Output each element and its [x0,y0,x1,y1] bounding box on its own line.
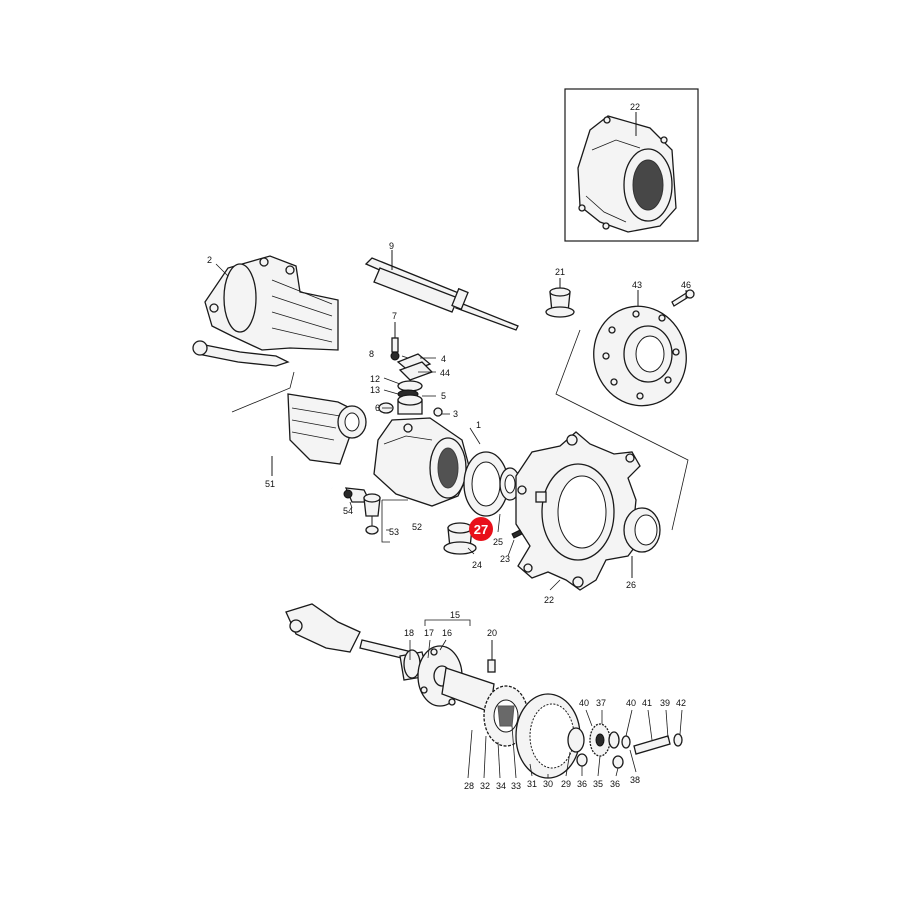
callout-39: 39 [660,698,670,708]
callout-labels: 22 2 9 21 43 46 7 8 4 44 12 13 5 6 3 1 5… [207,102,691,791]
callout-9: 9 [389,241,394,251]
callout-2: 2 [207,255,212,265]
callout-7: 7 [392,311,397,321]
callout-43: 43 [632,280,642,290]
bolt-46 [671,289,695,307]
assembly-bracket-left [231,371,295,413]
callout-12: 12 [370,374,380,384]
callout-22: 22 [630,102,640,112]
callout-18: 18 [404,628,414,638]
axle-housing [204,255,339,351]
callout-21: 21 [555,267,565,277]
callout-36-left: 36 [577,779,587,789]
callout-29: 29 [561,779,571,789]
callout-17: 17 [424,628,434,638]
highlight-marker: 27 [469,517,493,541]
callout-28: 28 [464,781,474,791]
callout-8: 8 [369,349,374,359]
callout-6: 6 [375,403,380,413]
callout-37: 37 [596,698,606,708]
planet-gears [567,723,683,769]
cap-24 [443,522,477,555]
flange-43 [593,290,687,407]
leader-lines [215,263,683,779]
callout-16: 16 [442,628,452,638]
bolt-20 [487,640,496,673]
callout-25: 25 [493,537,503,547]
ball-joint [343,487,408,543]
callout-31: 31 [527,779,537,789]
callout-13: 13 [370,385,380,395]
housing-center [287,393,367,465]
callout-52: 52 [412,522,422,532]
cap-21 [545,278,575,318]
axle-shaft [285,603,429,681]
callout-53: 53 [389,527,399,537]
drive-flange [417,645,495,713]
callout-46: 46 [681,280,691,290]
callout-42: 42 [676,698,686,708]
callout-24: 24 [472,560,482,570]
tie-rod-end [192,340,290,367]
callout-4: 4 [441,354,446,364]
callout-35: 35 [593,779,603,789]
callout-15: 15 [450,610,460,620]
callout-1: 1 [476,420,481,430]
callout-33: 33 [511,781,521,791]
callout-40-left: 40 [579,698,589,708]
seal-26 [623,507,661,578]
callout-30: 30 [543,779,553,789]
callout-51: 51 [265,479,275,489]
callout-44: 44 [440,368,450,378]
callout-26: 26 [626,580,636,590]
callout-32: 32 [480,781,490,791]
callout-5: 5 [441,391,446,401]
callout-40-right: 40 [626,698,636,708]
kingpin-stack [378,322,443,417]
bracket-15 [424,619,471,626]
callout-20: 20 [487,628,497,638]
highlight-circle [469,517,493,541]
highlight-label: 27 [474,522,488,537]
steering-knuckle [373,417,471,507]
callout-36-right: 36 [610,779,620,789]
callout-34: 34 [496,781,506,791]
callout-41: 41 [642,698,652,708]
callout-22-lower: 22 [544,595,554,605]
callout-3: 3 [453,409,458,419]
callout-54: 54 [343,506,353,516]
screw-23 [511,529,523,539]
drive-shaft [364,250,519,331]
inset-housing-22 [564,88,699,242]
callout-23: 23 [500,554,510,564]
bearing-ring [463,451,521,517]
callout-38: 38 [630,775,640,785]
hose-51 [239,430,333,490]
assembly-bracket [555,329,689,531]
hub-carrier-22 [515,431,641,591]
